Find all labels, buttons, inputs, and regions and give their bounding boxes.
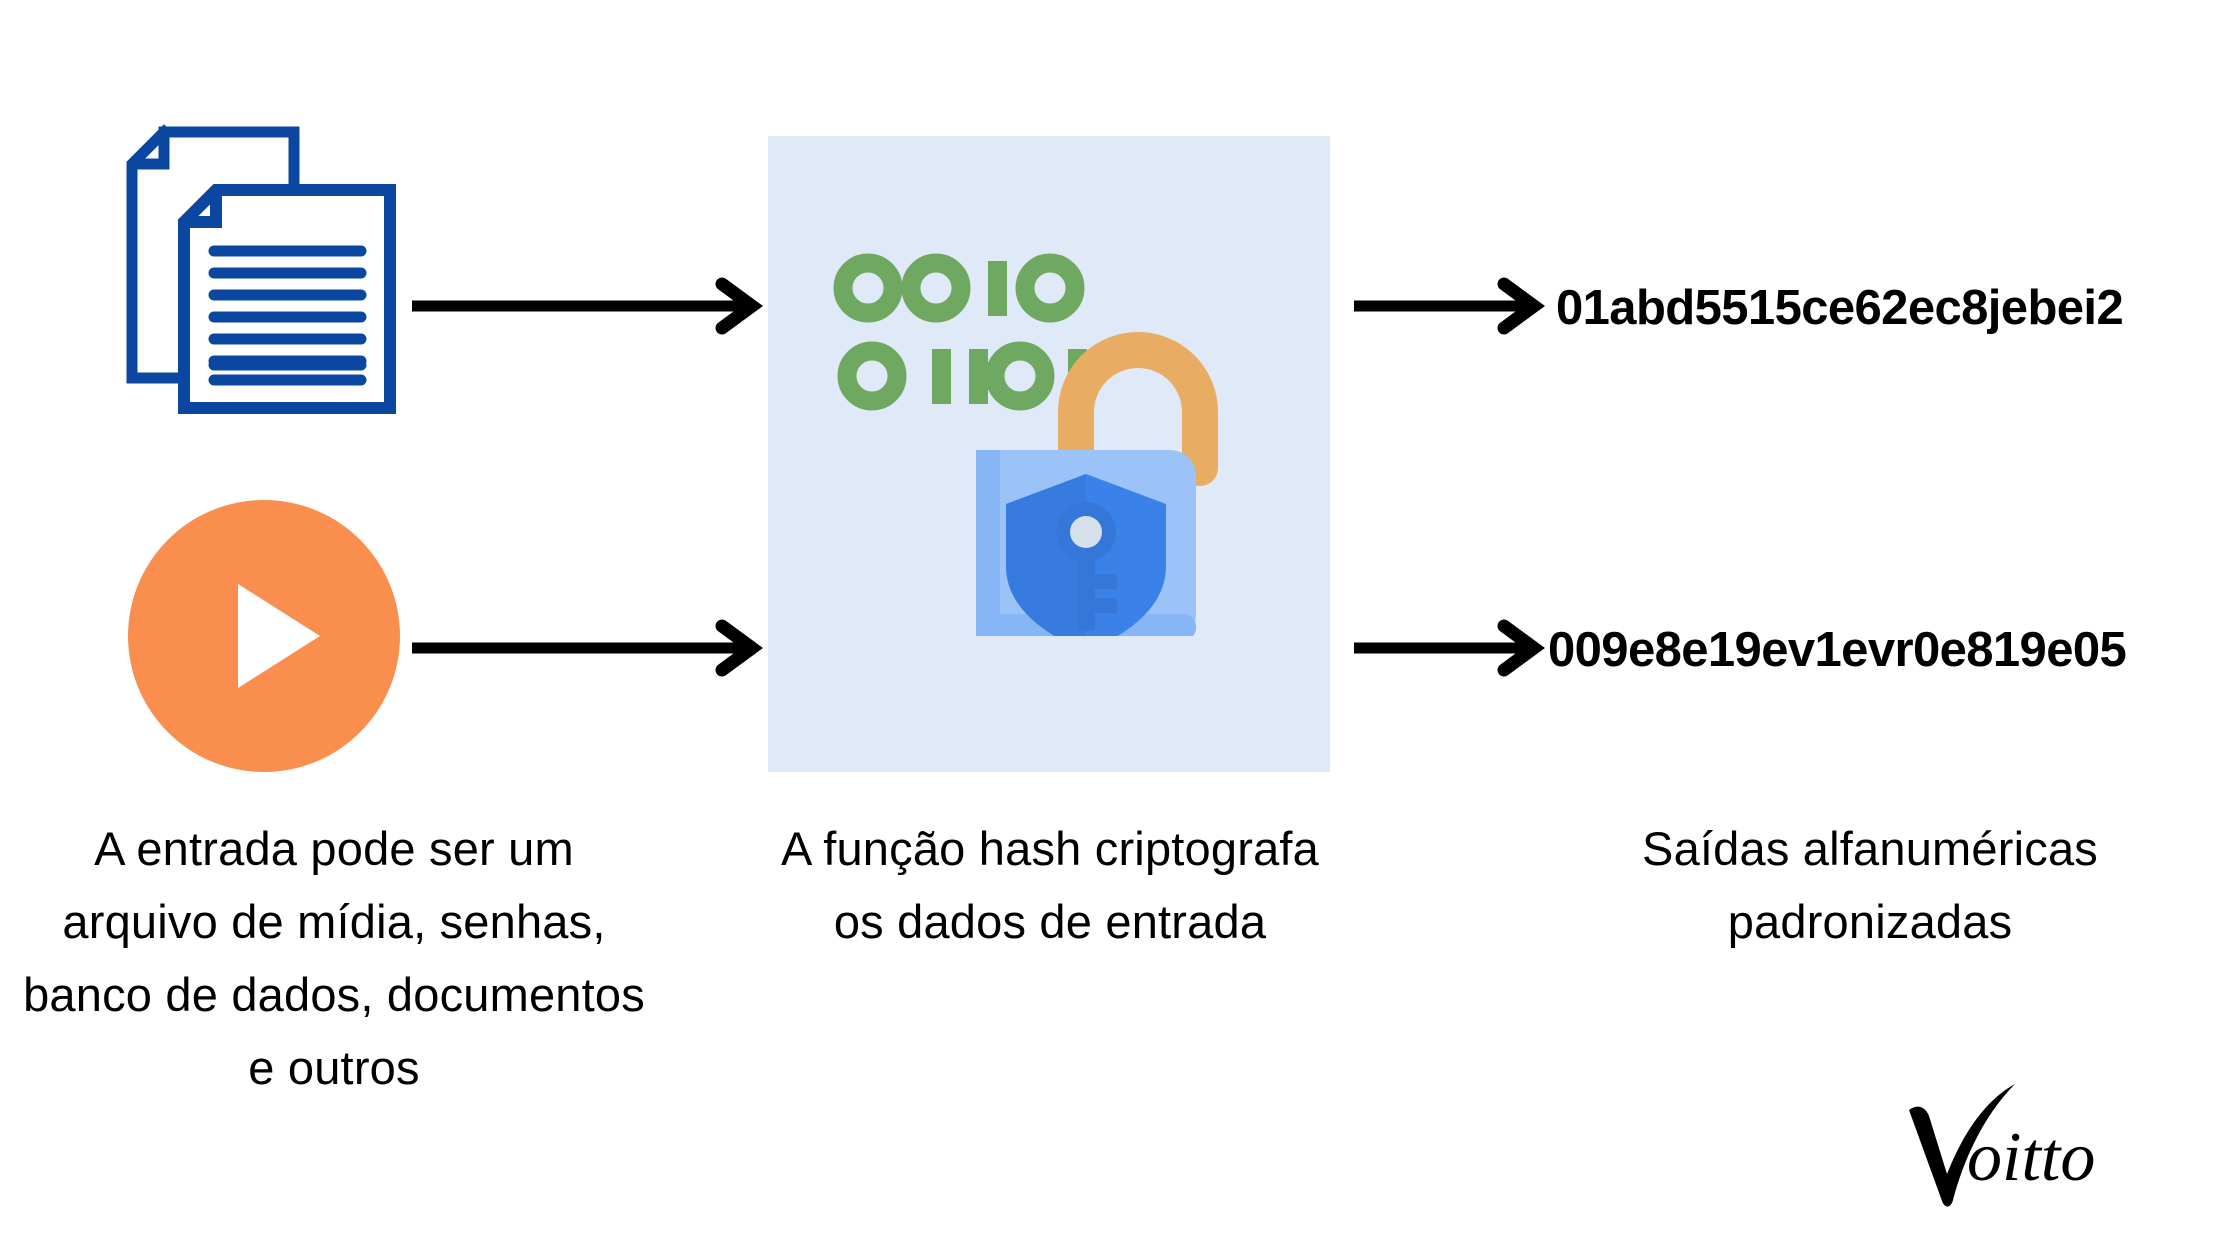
caption-output: Saídas alfanuméricas padronizadas [1642, 822, 2098, 948]
voitto-wordmark: oitto [1967, 1119, 2095, 1196]
arrow-input-media [410, 618, 770, 678]
voitto-logo: oitto [1905, 1082, 2135, 1212]
documents-stack-icon [118, 120, 418, 420]
play-button-icon [128, 500, 400, 772]
output-hash-2: 009e8e19ev1evr0e819e05 [1548, 623, 2127, 677]
arrow-output-hash-1 [1352, 276, 1552, 336]
output-hash-1: 01abd5515ce62ec8jebei2 [1556, 281, 2124, 335]
hash-function-panel [768, 136, 1330, 772]
unlocked-padlock-with-binary-icon [828, 236, 1268, 652]
arrow-input-documents [410, 276, 770, 336]
caption-hash-function: A função hash criptografa os dados de en… [780, 822, 1320, 948]
arrow-output-hash-2 [1352, 618, 1552, 678]
caption-input: A entrada pode ser um arquivo de mídia, … [23, 822, 645, 1094]
